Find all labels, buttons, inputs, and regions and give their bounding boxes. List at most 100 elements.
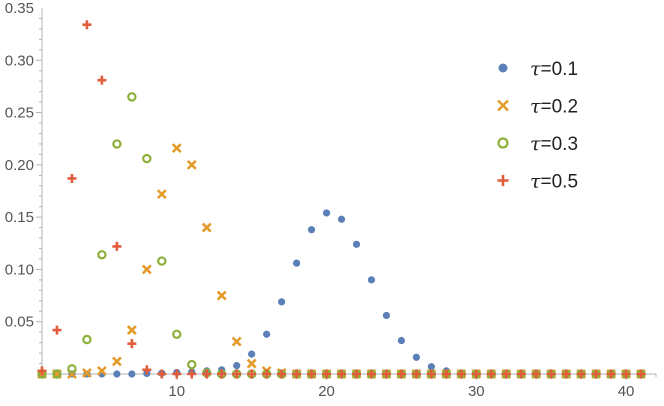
x-tick-label: 40 — [618, 383, 635, 400]
data-point — [67, 173, 77, 183]
legend-value: =0.2 — [541, 97, 579, 118]
y-tick-label: 0.30 — [5, 52, 34, 69]
y-tick-label: 0.10 — [5, 261, 34, 278]
y-tick-label: 0.20 — [5, 157, 34, 174]
legend-value: =0.5 — [541, 172, 579, 193]
data-point — [127, 339, 137, 349]
data-point — [263, 330, 271, 338]
data-point — [171, 143, 182, 154]
legend-label: τ=0.3 — [530, 133, 578, 155]
data-point — [201, 222, 212, 233]
data-point — [112, 139, 122, 149]
data-point — [262, 369, 272, 379]
data-point — [187, 369, 197, 379]
data-point — [82, 20, 92, 30]
data-point — [186, 159, 197, 170]
data-point — [426, 369, 436, 379]
legend-symbol: τ — [530, 96, 541, 118]
y-tick-label: 0.05 — [5, 314, 34, 331]
data-point — [351, 369, 361, 379]
legend-marker — [497, 174, 509, 187]
data-point — [412, 353, 420, 361]
data-point — [367, 276, 376, 284]
data-point — [366, 369, 376, 379]
legend-label: τ=0.1 — [530, 58, 578, 80]
data-point — [292, 369, 302, 379]
data-point — [546, 369, 556, 379]
data-point — [456, 369, 466, 379]
data-point — [157, 256, 167, 266]
data-point — [576, 369, 586, 379]
legend-label: τ=0.5 — [530, 171, 578, 193]
data-points — [37, 20, 646, 379]
data-point — [278, 298, 286, 306]
data-point — [97, 250, 107, 260]
data-point — [307, 369, 317, 379]
data-point — [382, 311, 391, 320]
data-point — [307, 226, 316, 234]
data-point — [352, 240, 361, 248]
data-point — [232, 369, 242, 379]
data-point — [292, 259, 301, 267]
data-point — [82, 334, 92, 345]
data-point — [142, 365, 152, 375]
legend-symbol: τ — [530, 133, 541, 155]
data-point — [337, 369, 347, 379]
data-point — [141, 264, 152, 275]
legend-symbol: τ — [530, 171, 541, 193]
legend-item: τ=0.5 — [497, 171, 578, 193]
data-point — [67, 364, 77, 374]
data-point — [636, 369, 646, 379]
data-point — [217, 369, 227, 379]
data-point — [397, 336, 406, 345]
data-point — [337, 215, 346, 223]
data-point — [277, 369, 287, 379]
legend-symbol: τ — [530, 58, 541, 80]
series-4 — [37, 20, 646, 379]
data-point — [82, 368, 92, 378]
data-point — [157, 369, 167, 379]
data-point — [621, 369, 631, 379]
data-point — [111, 356, 122, 367]
series-1 — [38, 209, 645, 378]
data-point — [501, 369, 511, 379]
data-point — [216, 290, 227, 301]
data-point — [246, 358, 257, 369]
legend-label: τ=0.2 — [530, 96, 578, 118]
data-point — [52, 325, 62, 335]
data-point — [113, 370, 121, 378]
data-point — [202, 369, 212, 379]
data-point — [471, 369, 481, 379]
data-point — [516, 369, 526, 379]
data-point — [322, 369, 332, 379]
x-tick-label: 30 — [468, 383, 485, 400]
data-point — [172, 369, 182, 379]
data-point — [441, 369, 451, 379]
legend-item: τ=0.2 — [497, 96, 578, 118]
data-point — [231, 336, 242, 347]
data-point — [127, 92, 137, 102]
data-point — [96, 365, 107, 376]
x-tick-label: 20 — [318, 383, 335, 400]
data-point — [248, 350, 256, 358]
data-point — [97, 75, 107, 85]
data-point — [156, 189, 167, 200]
data-point — [561, 369, 571, 379]
legend: τ=0.1τ=0.2τ=0.3τ=0.5 — [497, 58, 578, 193]
data-point — [172, 329, 182, 339]
data-point — [128, 370, 136, 378]
data-point — [531, 369, 541, 379]
legend-marker — [497, 137, 509, 149]
data-point — [322, 209, 331, 217]
data-point — [126, 325, 137, 335]
legend-marker — [498, 63, 508, 73]
data-point — [37, 366, 47, 376]
data-point — [606, 369, 616, 379]
y-tick-label: 0.15 — [5, 209, 34, 226]
data-point — [142, 153, 152, 164]
legend-value: =0.1 — [541, 59, 579, 80]
data-point — [411, 369, 421, 379]
legend-value: =0.3 — [541, 134, 579, 155]
